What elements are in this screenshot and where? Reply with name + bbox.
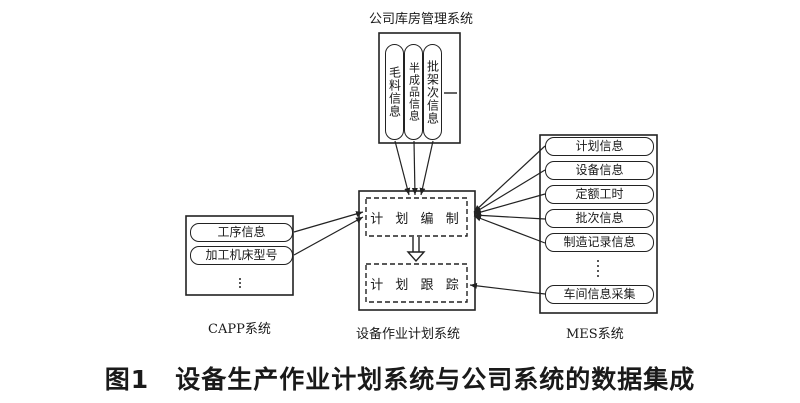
capp-system-box: [185, 215, 294, 296]
company-system-title: 公司库房管理系统: [369, 12, 474, 27]
company-system-box: [378, 32, 461, 144]
mes-item-manufacturing-record: 制造记录信息: [545, 233, 654, 252]
center-system-title: 设备作业计划系统: [356, 327, 461, 342]
mes-item-plan: 计划信息: [545, 137, 654, 156]
compile-to-track-arrow: [406, 237, 426, 263]
company-item-raw-material: 毛料信息: [385, 44, 404, 140]
mes-item-workshop-collection: 车间信息采集: [545, 285, 654, 304]
plan-compile-label: 计 划 编 制: [370, 212, 463, 227]
mes-system-box: [539, 134, 658, 314]
company-item-batch: 批架次信息: [423, 44, 442, 140]
capp-item-process: 工序信息: [190, 223, 293, 242]
mes-item-equipment: 设备信息: [545, 161, 654, 180]
plan-track-label: 计 划 跟 踪: [370, 278, 463, 293]
mes-ellipsis: [597, 260, 599, 277]
mes-system-title: MES系统: [566, 327, 624, 342]
figure-caption: 图1 设备生产作业计划系统与公司系统的数据集成: [104, 365, 696, 394]
mes-item-standard-hours: 定额工时: [545, 185, 654, 204]
plan-track-dashed: [365, 263, 468, 303]
capp-ellipsis: [239, 278, 241, 288]
capp-system-title: CAPP系统: [208, 322, 271, 337]
mes-item-batch: 批次信息: [545, 209, 654, 228]
company-item-semi-finished: 半成品信息: [404, 44, 423, 140]
plan-compile-dashed: [365, 197, 468, 237]
capp-item-machine-model: 加工机床型号: [190, 246, 293, 265]
